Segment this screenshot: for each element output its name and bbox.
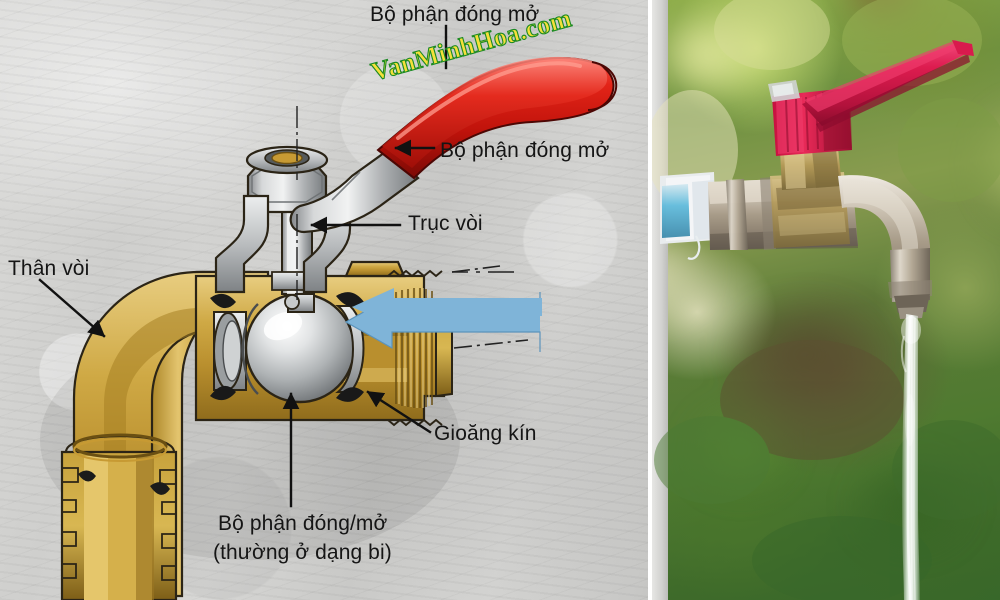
label-ball-line2: (thường ở dạng bi) — [213, 541, 392, 564]
label-shutoff-handle: Bộ phận đóng mở — [440, 139, 610, 162]
label-stem: Trục vòi — [408, 212, 483, 235]
leader-lines — [38, 24, 448, 508]
leader-seal — [366, 390, 432, 434]
label-shutoff-top: Bộ phận đóng mở — [370, 3, 540, 26]
axis-dash-lines — [451, 265, 529, 349]
outdoor-tap-photograph — [652, 0, 1000, 600]
tap-photo-panel — [652, 0, 1000, 600]
leader-body — [38, 278, 106, 338]
label-body: Thân vòi — [8, 257, 90, 280]
label-seal: Gioăng kín — [434, 422, 537, 445]
valve-diagram-panel: VanMinhHoa.com Bộ phận đóng mở Bộ phận đ… — [0, 0, 648, 600]
ball-valve-cutaway-illustration — [38, 24, 618, 600]
label-ball-line1: Bộ phận đóng/mở — [218, 512, 388, 535]
water-stream — [900, 314, 921, 600]
